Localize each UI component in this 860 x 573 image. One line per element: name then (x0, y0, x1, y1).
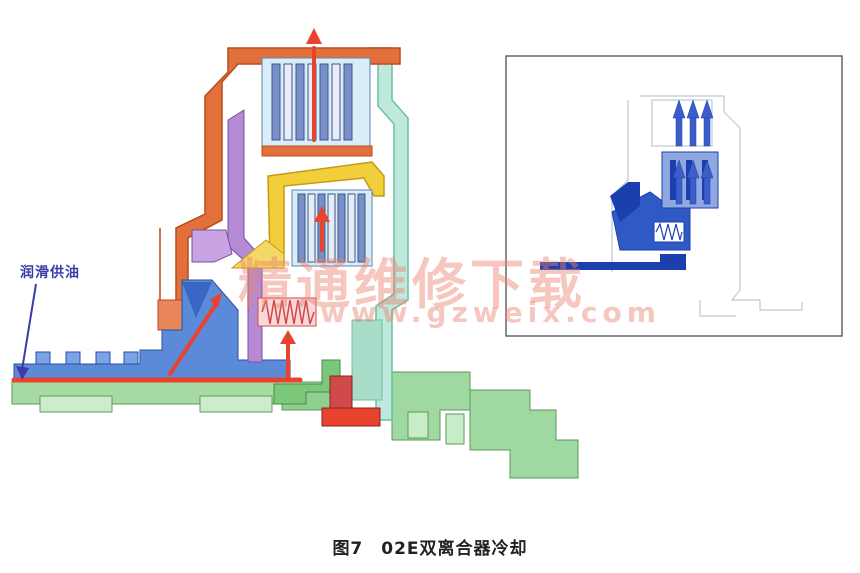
figure-caption: 图7 02E双离合器冷却 (332, 539, 528, 559)
green-casing (11, 371, 579, 479)
outer-clutch-pack (261, 57, 373, 157)
inset-cooling-diagram (505, 55, 843, 337)
cooling-flow-arrow-icon (210, 28, 330, 344)
blue-channels (13, 279, 291, 379)
yellow-clutch-carrier (230, 161, 385, 269)
cooling-flow-arrow-icon (672, 99, 714, 205)
lube-arrow-icon (16, 283, 37, 380)
watermark-text: 精通维修下载 (238, 252, 586, 316)
purple-inner-housing (191, 109, 263, 363)
inner-clutch-pack (291, 189, 373, 267)
oil-flow-paths (11, 46, 324, 383)
watermark-url: www.gzweix.com (320, 296, 661, 329)
return-spring (257, 297, 317, 327)
lube-supply-label: 润滑供油 (20, 265, 80, 281)
mint-shaft (351, 47, 409, 421)
green-hub (273, 359, 381, 427)
